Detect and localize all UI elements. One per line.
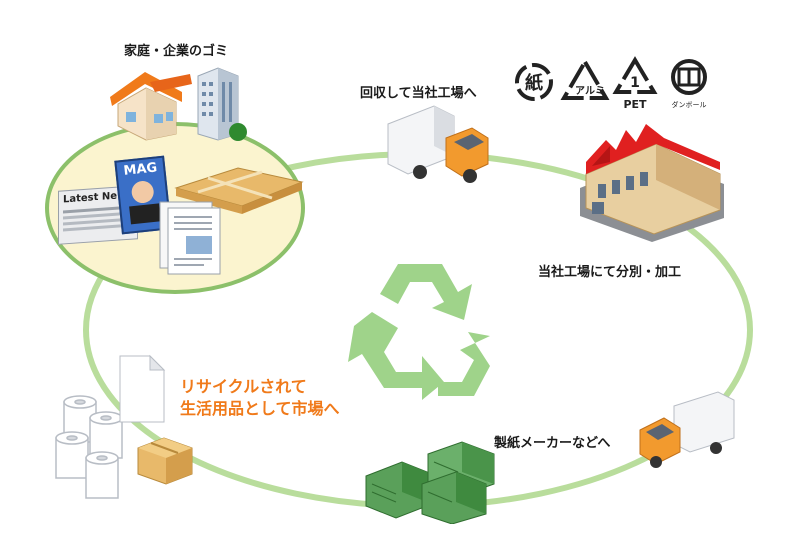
cardboard-box-icon [137, 437, 193, 485]
house-icon [110, 72, 192, 141]
cardboard-stack-icon [174, 167, 304, 214]
cardboard-mark-text: ダンボール [672, 100, 707, 109]
paper-maker-label: 製紙メーカーなどへ [494, 436, 611, 451]
recycle-market-line1: リサイクルされて [180, 377, 307, 396]
building-icon [197, 67, 247, 141]
collect-label: 回収して当社工場へ [360, 86, 477, 101]
magazine-title: MAG [122, 160, 158, 179]
household-label: 家庭・企業のゴミ [124, 44, 229, 59]
truck-icon-delivery [639, 391, 735, 468]
aluminum-mark-text: アルミ [575, 85, 605, 97]
cardboard-recycle-mark-icon: ダンボール [671, 59, 707, 109]
aluminum-recycle-mark-icon: アルミ [560, 58, 610, 100]
recycle-market-line2: 生活用品として市場へ [180, 399, 340, 418]
paper-sheet-icon [119, 354, 166, 423]
paper-recycle-mark-icon: 紙 [515, 63, 553, 101]
truck-icon-collect [387, 105, 489, 183]
factory-icon [580, 124, 724, 242]
recycle-arrows-icon [348, 264, 490, 400]
paper-bales-icon [365, 441, 495, 524]
paper-mark-text: 紙 [525, 72, 543, 94]
pet-recycle-mark-icon: 1 PET [612, 56, 658, 111]
pet-number-text: 1 [630, 75, 640, 91]
factory-label: 当社工場にて分別・加工 [538, 265, 682, 280]
documents-icon [159, 201, 221, 275]
pet-label-text: PET [623, 98, 647, 111]
recycle-market-label: リサイクルされて 生活用品として市場へ [180, 376, 340, 420]
